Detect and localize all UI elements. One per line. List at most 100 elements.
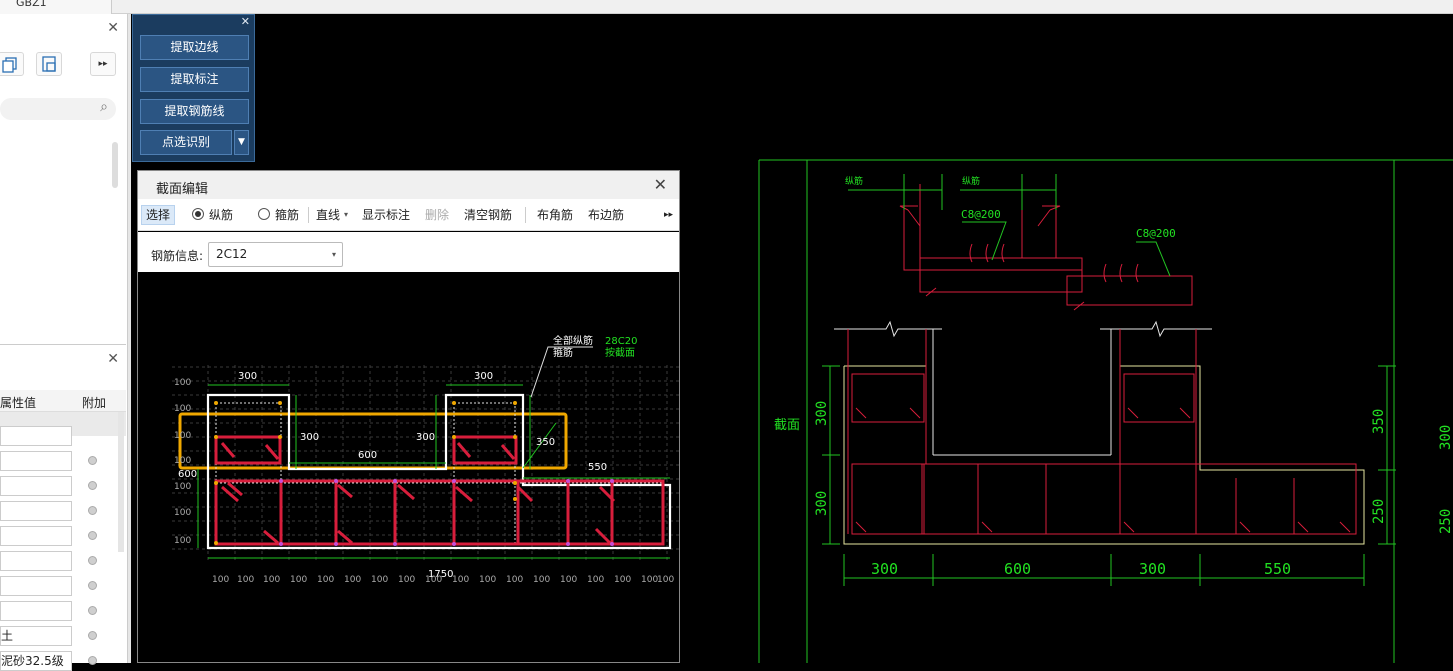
- dim-300c: 300: [300, 432, 319, 443]
- grid-label: 100: [560, 575, 577, 585]
- prop-value-field[interactable]: 土: [0, 626, 72, 646]
- corner-rebar-button[interactable]: 布角筋: [537, 208, 574, 222]
- delete-button[interactable]: 删除: [425, 208, 450, 222]
- prop-value-field[interactable]: [0, 576, 72, 596]
- rebar-info-select[interactable]: 2C12 ▾: [208, 242, 343, 267]
- callout-value-2: 按截面: [605, 346, 635, 359]
- scrollbar[interactable]: [112, 142, 118, 188]
- more-icon[interactable]: ▸▸: [90, 52, 116, 76]
- search-input[interactable]: ⌕: [0, 98, 116, 120]
- grid-label: 100: [506, 575, 523, 585]
- col-extra-header: 附加: [82, 396, 107, 410]
- prop-extra-radio[interactable]: [88, 606, 97, 615]
- cad-dim-600-h: 600: [1004, 560, 1031, 578]
- cad-top-dims: [848, 174, 1171, 277]
- prop-extra-radio[interactable]: [88, 556, 97, 565]
- tab-gbz1[interactable]: GBZ1: [0, 0, 112, 14]
- cad-stirrup-1: C8@200: [961, 208, 1001, 221]
- cad-dim-300-h1: 300: [871, 560, 898, 578]
- prop-value-field[interactable]: [0, 601, 72, 621]
- close-icon[interactable]: ✕: [653, 175, 667, 194]
- close-icon[interactable]: ✕: [107, 20, 119, 36]
- prop-extra-radio[interactable]: [88, 581, 97, 590]
- longitudinal-label[interactable]: 纵筋: [209, 208, 234, 222]
- edge-rebar-button[interactable]: 布边筋: [588, 208, 625, 222]
- grid-label: 100: [174, 456, 191, 466]
- stirrup-radio[interactable]: [258, 208, 270, 220]
- dropdown-arrow-icon[interactable]: ▼: [234, 130, 249, 155]
- prop-value-field[interactable]: [0, 551, 72, 571]
- prop-value-field[interactable]: 泥砂32.5级: [0, 651, 72, 671]
- top-tab-bar: GBZ1: [0, 0, 1453, 14]
- close-icon[interactable]: ✕: [240, 15, 250, 28]
- cad-stirrup-2: C8@200: [1136, 227, 1176, 240]
- prop-extra-radio[interactable]: [88, 506, 97, 515]
- callout-stirrup: 箍筋: [553, 346, 573, 359]
- grid-label: 100: [641, 575, 658, 585]
- show-dimensions-button[interactable]: 显示标注: [362, 208, 411, 222]
- extract-tool-panel: ✕ 提取边线 提取标注 提取钢筋线 点选识别 ▼: [132, 14, 255, 162]
- clear-rebar-button[interactable]: 清空钢筋: [464, 208, 513, 222]
- grid-label: 100: [533, 575, 550, 585]
- left-panel: ✕ ▸▸ ⌕ ✕ 属性值 附加 土 泥砂32.5级: [0, 14, 128, 671]
- cad-dim-300-far: 300: [1438, 425, 1453, 450]
- more-icon[interactable]: ▸▸: [664, 210, 674, 220]
- rebar-points-purple: [279, 479, 614, 546]
- point-identify-button[interactable]: 点选识别: [140, 130, 232, 155]
- dimension-labels: 300 300 300 300 600 350 550 600 1750: [178, 371, 607, 580]
- cad-dim-350-v: 350: [1371, 409, 1387, 434]
- rebar-info-label: 钢筋信息:: [151, 249, 204, 263]
- grid-label: 100: [344, 575, 361, 585]
- cad-dims: [822, 365, 1396, 586]
- cad-outline: [843, 365, 1365, 545]
- cad-dim-250-v: 250: [1371, 499, 1387, 524]
- prop-value-field[interactable]: [0, 476, 72, 496]
- section-outline: [206, 393, 672, 550]
- extract-rebar-lines-button[interactable]: 提取钢筋线: [140, 99, 249, 124]
- chevron-down-icon: ▾: [331, 250, 336, 259]
- extract-annotations-button[interactable]: 提取标注: [140, 67, 249, 92]
- cad-dim-250-far: 250: [1438, 509, 1453, 534]
- cad-rebar: [847, 329, 1357, 535]
- extract-edges-button[interactable]: 提取边线: [140, 35, 249, 60]
- grid-label: 100: [263, 575, 280, 585]
- prop-value-field[interactable]: [0, 501, 72, 521]
- properties-close-icon[interactable]: ✕: [107, 351, 119, 367]
- grid-label: 100: [398, 575, 415, 585]
- cad-drawing-area[interactable]: 纵筋 纵筋 C8@200 C8@200 截面: [680, 14, 1453, 663]
- section-editor-dialog: 截面编辑 ✕ 选择 纵筋 箍筋 直线 ▾ 显示标注 删除 清空钢筋 布角筋 布边…: [137, 170, 680, 663]
- grid-label: 100: [587, 575, 604, 585]
- layer-icon[interactable]: [36, 52, 62, 76]
- cover-lines: [215, 402, 664, 544]
- prop-extra-radio[interactable]: [88, 656, 97, 665]
- chevron-down-icon[interactable]: ▾: [344, 210, 349, 219]
- prop-extra-radio[interactable]: [88, 631, 97, 640]
- cad-dim-300-v1: 300: [814, 401, 830, 426]
- divider: [308, 207, 309, 223]
- grid-label: 100: [174, 482, 191, 492]
- grid-label: 100: [174, 404, 191, 414]
- line-tool-button[interactable]: 直线: [316, 208, 341, 222]
- prop-value-field[interactable]: [0, 451, 72, 471]
- copy-icon[interactable]: [0, 52, 24, 76]
- properties-scrollbar[interactable]: [118, 412, 124, 552]
- section-drawing-canvas[interactable]: 300 300 300 300 600 350 550 600 1750 100…: [138, 273, 679, 663]
- prop-extra-radio[interactable]: [88, 456, 97, 465]
- grid-label: 100: [317, 575, 334, 585]
- stirrup-label[interactable]: 箍筋: [275, 208, 300, 222]
- grid-left-labels: 100 100 100 100 100 100 100: [174, 378, 191, 546]
- grid-label: 100: [657, 575, 674, 585]
- select-tool-button[interactable]: 选择: [141, 205, 176, 225]
- dim-350: 350: [536, 437, 555, 448]
- dim-600: 600: [358, 450, 377, 461]
- panel-splitter[interactable]: [128, 14, 131, 663]
- longitudinal-radio[interactable]: [192, 208, 204, 220]
- prop-value-field[interactable]: [0, 526, 72, 546]
- prop-extra-radio[interactable]: [88, 481, 97, 490]
- prop-value-field[interactable]: [0, 426, 72, 446]
- grid-label: 100: [237, 575, 254, 585]
- prop-extra-radio[interactable]: [88, 531, 97, 540]
- dim-300a: 300: [238, 371, 257, 382]
- search-icon[interactable]: ⌕: [100, 99, 108, 115]
- cad-note-2: 纵筋: [962, 175, 980, 187]
